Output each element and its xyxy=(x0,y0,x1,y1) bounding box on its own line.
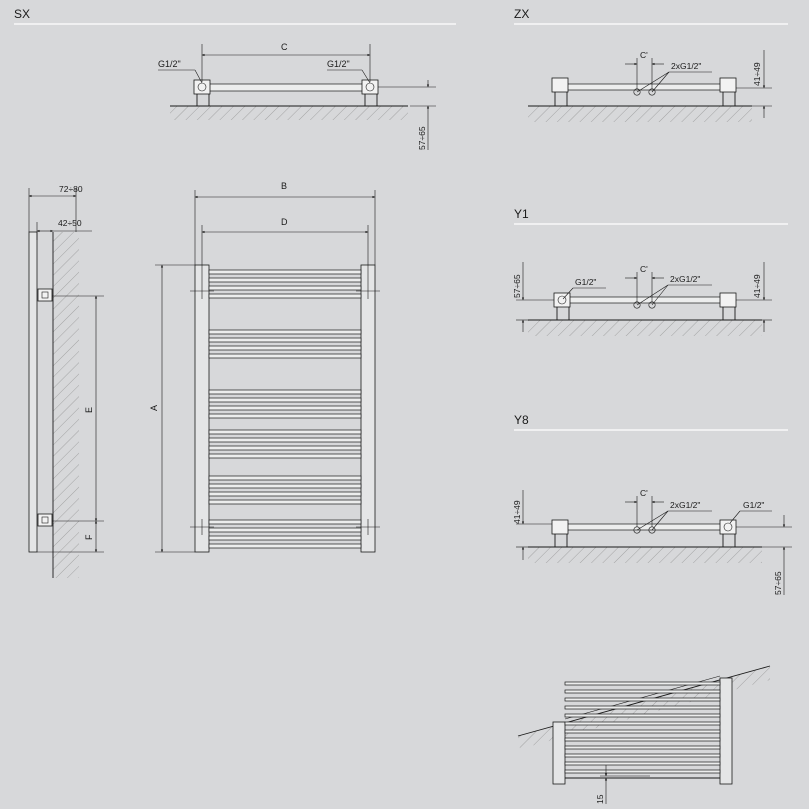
radiator-top-profile xyxy=(195,83,377,92)
dim-label-f: F xyxy=(84,534,94,540)
dim-label-b: B xyxy=(281,181,287,191)
section-label-sx: SX xyxy=(14,7,30,21)
radiator-rails xyxy=(208,269,362,549)
dim-label-e: E xyxy=(84,407,94,413)
valve-left xyxy=(193,79,211,95)
section-header-sx: SX xyxy=(14,7,456,25)
label-2xg12-y1: 2xG1/2" xyxy=(670,274,700,284)
section-label-y1: Y1 xyxy=(514,207,529,221)
dim-label-41-49-zx: 41÷49 xyxy=(752,62,762,86)
dim-label-42-50: 42÷50 xyxy=(58,218,82,228)
section-header-zx: ZX xyxy=(514,7,788,25)
dim-label-57-65-y1: 57÷65 xyxy=(512,274,522,298)
label-g12-y8: G1/2" xyxy=(743,500,764,510)
dim-label-41-49-y8: 41÷49 xyxy=(512,500,522,524)
radiator-side-profile xyxy=(28,231,38,553)
sx-side-view: 72÷80 42÷50 E F xyxy=(28,184,104,578)
section-label-y8: Y8 xyxy=(514,413,529,427)
radiator-left-post xyxy=(194,264,210,553)
valve-right xyxy=(361,79,379,95)
zx-top-view: C' 2xG1/2" 41÷49 xyxy=(528,50,772,122)
bracket-bottom xyxy=(37,513,53,527)
label-g12-left: G1/2" xyxy=(158,59,181,69)
section-header-y8: Y8 xyxy=(514,413,788,431)
sloped-install-view: 15 xyxy=(517,665,771,804)
dim-label-72-80: 72÷80 xyxy=(59,184,83,194)
sx-front-view: B D A xyxy=(149,181,380,553)
radiator-right-post xyxy=(360,264,376,553)
sx-top-view: C G1/2" G1/2" 57÷65 xyxy=(158,42,436,150)
label-g12-y1: G1/2" xyxy=(575,277,596,287)
section-label-zx: ZX xyxy=(514,7,529,21)
label-c-prime-zx: C' xyxy=(640,50,648,60)
label-2xg12-y8: 2xG1/2" xyxy=(670,500,700,510)
dim-label-57-65-sx: 57÷65 xyxy=(417,126,427,150)
section-header-y1: Y1 xyxy=(514,207,788,225)
bracket-top xyxy=(37,288,53,302)
y8-top-view: C' 2xG1/2" G1/2" 41÷49 57÷65 xyxy=(512,488,792,595)
label-c-prime-y1: C' xyxy=(640,264,648,274)
wall-hatch xyxy=(53,232,79,578)
dim-label-a: A xyxy=(149,405,159,411)
dim-label-c: C xyxy=(281,42,288,52)
dim-label-57-65-y8: 57÷65 xyxy=(773,571,783,595)
dim-label-d: D xyxy=(281,217,288,227)
floor-hatch xyxy=(170,106,408,120)
label-c-prime-y8: C' xyxy=(640,488,648,498)
label-g12-right: G1/2" xyxy=(327,59,350,69)
dim-label-15: 15 xyxy=(595,794,605,804)
y1-top-view: C' 2xG1/2" G1/2" 57÷65 41÷49 xyxy=(512,262,772,336)
label-2xg12-zx: 2xG1/2" xyxy=(671,61,701,71)
dim-label-41-49-y1: 41÷49 xyxy=(752,274,762,298)
